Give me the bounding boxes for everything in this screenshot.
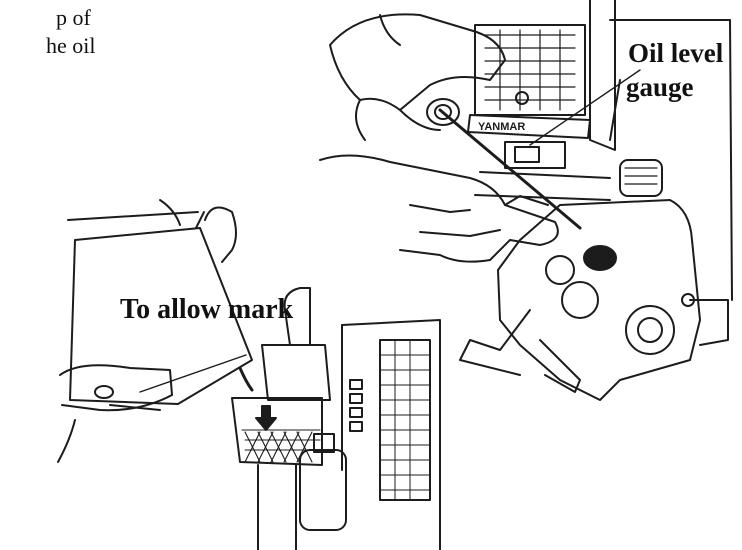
- engine-block-drawing: YANMAR: [319, 0, 733, 401]
- instruction-text-line-1: p of: [56, 5, 91, 30]
- oil-level-gauge-label-line-2: gauge: [626, 72, 694, 102]
- oil-can-drawing: [57, 199, 254, 463]
- svg-text:YANMAR: YANMAR: [478, 121, 525, 133]
- to-allow-mark-label: To allow mark: [120, 294, 294, 325]
- filler-neck-drawing: [231, 287, 441, 550]
- oil-level-gauge-label-line-1: Oil level: [628, 38, 724, 68]
- instruction-text-line-2: he oil: [46, 33, 96, 58]
